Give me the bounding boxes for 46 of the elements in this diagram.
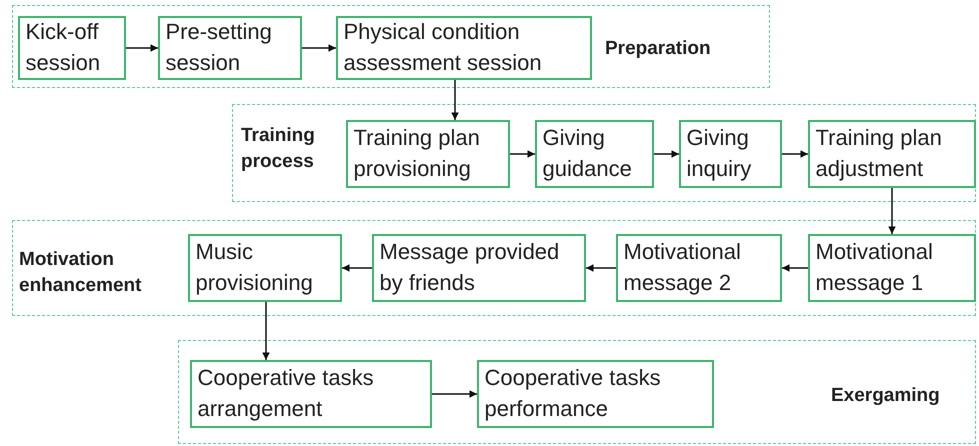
box-label: Giving inquiry xyxy=(686,124,752,183)
process-box xyxy=(808,234,976,302)
process-box xyxy=(678,120,782,188)
box-label: Physical condition assessment session xyxy=(344,18,543,76)
arrow xyxy=(654,150,679,158)
process-box xyxy=(616,234,782,302)
process-box xyxy=(476,360,714,428)
group-heading: Motivation enhancement xyxy=(19,248,142,298)
process-box xyxy=(188,234,342,302)
process-box xyxy=(534,120,654,188)
arrow xyxy=(262,302,270,360)
arrow xyxy=(888,188,896,234)
box-label: Training plan provisioning xyxy=(354,124,481,183)
box-label: Music provisioning xyxy=(196,238,314,297)
arrow xyxy=(432,390,477,398)
process-box xyxy=(18,16,126,80)
box-label: Kick-off session xyxy=(26,18,102,76)
box-label: Cooperative tasks performance xyxy=(484,364,662,423)
arrow xyxy=(342,264,372,272)
process-box xyxy=(158,16,302,80)
arrow xyxy=(302,44,336,52)
process-box xyxy=(346,120,510,188)
process-box xyxy=(190,360,432,428)
arrow xyxy=(126,44,158,52)
arrow xyxy=(782,264,808,272)
arrow xyxy=(586,264,616,272)
group-heading: Exergaming xyxy=(831,384,941,408)
process-box xyxy=(808,120,976,188)
dashed-group-frame xyxy=(178,340,976,444)
arrow xyxy=(510,150,535,158)
box-label: Motivational message 2 xyxy=(624,238,742,297)
group-heading: Training process xyxy=(241,124,316,174)
dashed-group-frame xyxy=(12,5,770,88)
arrow xyxy=(782,150,808,158)
process-box xyxy=(336,16,592,80)
box-label: Giving guidance xyxy=(542,124,633,183)
box-label: Cooperative tasks arrangement xyxy=(198,364,375,423)
box-label: Pre-setting session xyxy=(166,18,273,76)
dashed-group-frame xyxy=(232,104,976,202)
dashed-group-frame xyxy=(12,220,976,316)
group-heading: Preparation xyxy=(605,37,712,61)
box-label: Motivational message 1 xyxy=(816,238,934,297)
process-box xyxy=(372,234,586,302)
box-label: Message provided by friends xyxy=(380,238,560,297)
arrow xyxy=(451,80,459,120)
box-label: Training plan adjustment xyxy=(816,124,943,183)
